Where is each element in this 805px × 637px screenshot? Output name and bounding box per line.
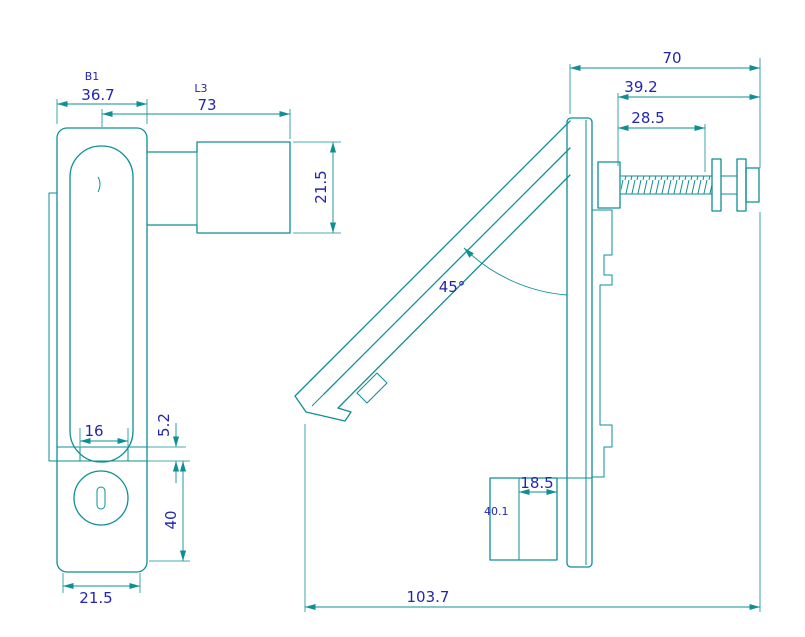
washer-2 [736,158,747,212]
label-b1: B1 [85,70,100,83]
dim-slot-to-bottom: 40 [162,510,180,529]
key-cylinder [73,470,129,526]
label-l3: L3 [194,82,207,95]
dim-top-width: 36.7 [81,86,114,104]
dim-catch-depth: 18.5 [520,474,553,492]
front-view [48,127,291,573]
keyhole [96,486,106,510]
handle-lever [294,120,571,422]
rod-collar [597,161,621,209]
mounting-slot [57,446,147,462]
dim-thread-length: 28.5 [631,109,664,127]
front-view-dimensions: B1 36.7 L3 73 21.5 16 5.2 40 21.5 [56,70,341,607]
dim-total-depth: 70 [662,49,681,67]
dim-slot-height: 5.2 [155,413,173,437]
dim-open-angle: 45° [439,278,466,296]
dim-bottom-width: 21.5 [79,589,112,607]
lever-grip-end [294,379,352,422]
dim-housing-height: 21.5 [312,170,330,203]
latch-housing [146,141,291,234]
side-view-dimensions: 70 39.2 28.5 45° 18.5 40.1 103.7 [304,49,761,612]
side-view [294,117,760,568]
dim-top-length: 73 [197,96,216,114]
dim-catch-height: 40.1 [484,505,509,518]
dim-slot-width: 16 [84,422,103,440]
rod-end-cap [745,167,760,203]
dim-overall-length: 103.7 [407,588,450,606]
handle-groove [97,176,101,193]
lever-catch-notch [356,372,388,404]
angle-arc [463,247,568,296]
catch-box [489,477,592,561]
washer-1 [711,158,722,212]
swing-handle [69,145,134,463]
face-plate [56,127,148,573]
panel-plate [566,117,593,568]
dim-rod-length: 39.2 [624,78,657,96]
rear-bracket [592,209,613,478]
thread-hatching [621,176,712,194]
threaded-rod [597,158,760,212]
side-flange [48,192,57,462]
